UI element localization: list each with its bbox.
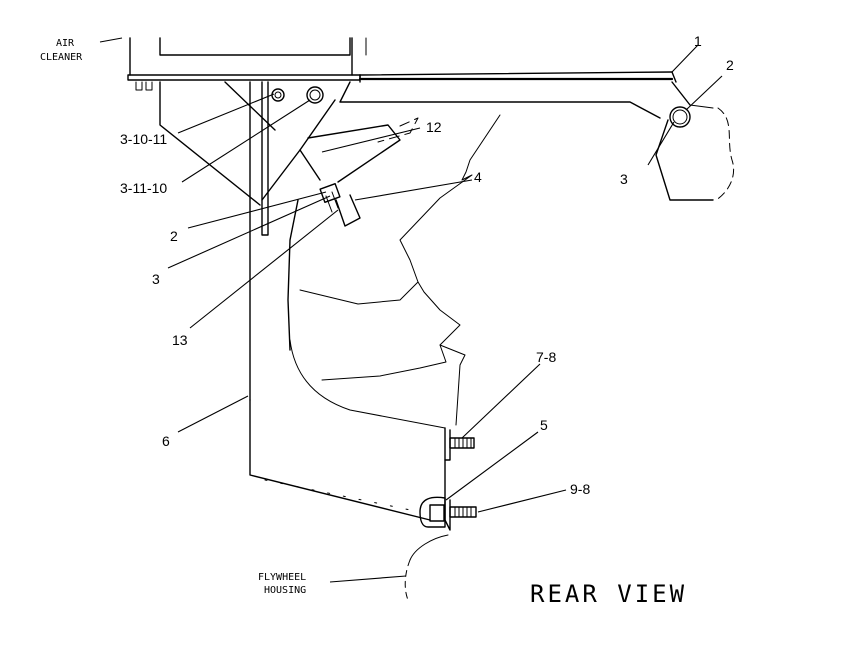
- part-label-5: 5: [540, 417, 548, 433]
- bolt-upper: [449, 437, 475, 449]
- air-cleaner-label-line1: AIR: [56, 38, 75, 49]
- flywheel-housing-outline: [404, 534, 449, 601]
- part-label-3-10-11: 3-10-11: [120, 131, 167, 147]
- engine-outline: [289, 114, 501, 429]
- part-label-9-8: 9-8: [570, 481, 590, 497]
- part-label-7-8: 7-8: [536, 349, 556, 365]
- part-label-3-11-10: 3-11-10: [120, 180, 167, 196]
- part-label-6: 6: [162, 433, 170, 449]
- part-label-1: 1: [694, 33, 702, 49]
- mount-bracket: [159, 81, 336, 401]
- flywheel-label-line1: FLYWHEEL: [258, 572, 306, 583]
- part-label-13: 13: [172, 332, 188, 348]
- flywheel-label-line2: HOUSING: [264, 585, 306, 596]
- support-bar: [339, 71, 691, 119]
- part-label-4: 4: [474, 169, 482, 185]
- part-label-3-left: 3: [152, 271, 160, 287]
- right-pivot: [655, 104, 734, 201]
- air-cleaner-label-line2: CLEANER: [40, 52, 83, 63]
- view-title: REAR VIEW: [530, 580, 687, 608]
- leader-lines: [99, 37, 723, 583]
- bolt-lower: [419, 496, 477, 528]
- part-label-2-right: 2: [726, 57, 734, 73]
- rod-assembly: [287, 124, 401, 351]
- part-label-2-left: 2: [170, 228, 178, 244]
- part-label-3-right: 3: [620, 171, 628, 187]
- part-label-12: 12: [426, 119, 442, 135]
- air-cleaner-body: [127, 37, 367, 91]
